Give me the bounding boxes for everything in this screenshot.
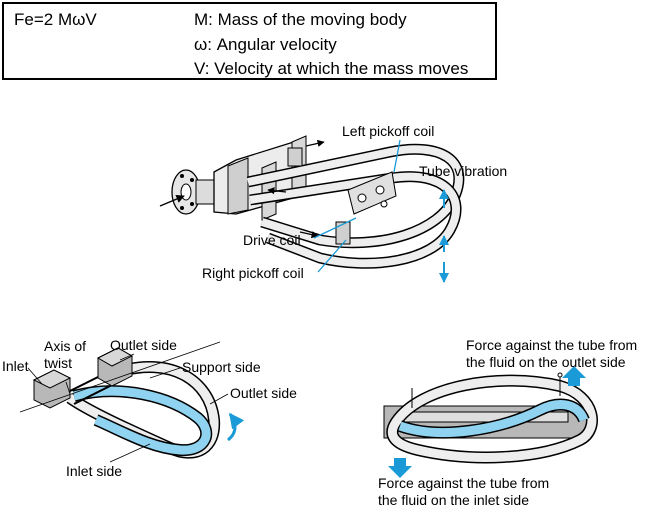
definition-mass: M: Mass of the moving body [194, 10, 407, 29]
label-force-inlet-2: the fluid on the inlet side [378, 492, 529, 508]
label-drive-coil: Drive coil [243, 232, 301, 248]
label-inlet-side: Inlet side [66, 463, 123, 479]
definition-velocity: V: Velocity at which the mass moves [194, 59, 469, 78]
label-outlet-side-top: Outlet side [110, 337, 177, 353]
tube-twist-drawing [19, 341, 245, 463]
label-outlet-side: Outlet side [230, 385, 297, 401]
formula-box: Fe=2 MωV M: Mass of the moving body ω: A… [2, 2, 497, 80]
label-axis-of-twist-2: twist [44, 355, 72, 371]
label-left-pickoff-coil: Left pickoff coil [342, 123, 435, 139]
label-right-pickoff-coil: Right pickoff coil [202, 265, 304, 281]
label-axis-of-twist-1: Axis of [44, 338, 87, 354]
twisted-tube-drawing [383, 366, 598, 478]
label-inlet: Inlet [2, 358, 29, 374]
formula-equation: Fe=2 MωV [14, 10, 97, 29]
meter-assembly-drawing [159, 135, 465, 283]
label-force-inlet-1: Force against the tube from [378, 475, 550, 491]
label-tube-vibration: Tube vibration [419, 163, 508, 179]
definition-angular-velocity: ω: Angular velocity [194, 35, 337, 54]
label-support-side: Support side [182, 359, 261, 375]
label-force-outlet-2: the fluid on the outlet side [466, 354, 626, 370]
label-force-outlet-1: Force against the tube from [466, 337, 638, 353]
